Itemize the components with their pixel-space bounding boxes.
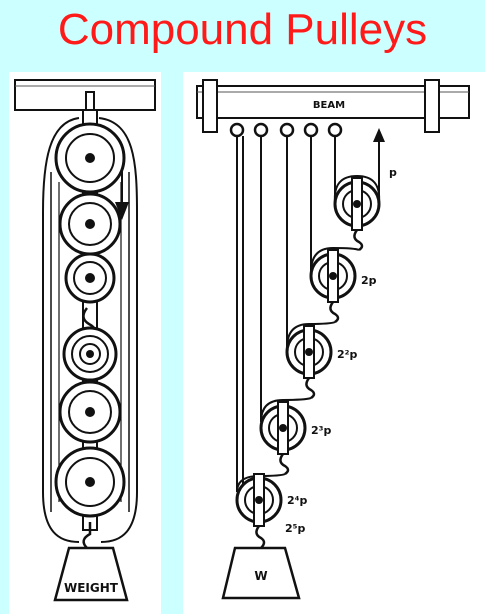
block-and-tackle-diagram: WEIGHT (14, 79, 156, 602)
force-label-p: p (389, 166, 397, 179)
pulley-2p (309, 246, 360, 324)
compound-pulley-panel: BEAM p (183, 72, 485, 614)
pulley-8p (259, 397, 312, 476)
beam-clamp-left (202, 79, 218, 133)
pulley-16p (235, 473, 286, 549)
pulley-5 (58, 380, 122, 444)
force-label-2p: 2p (361, 274, 377, 287)
weight-block (53, 546, 129, 602)
compound-pulley-diagram: BEAM p (196, 79, 470, 600)
weight-label-w: W (254, 569, 267, 583)
pulley-4p (285, 321, 336, 400)
pulley-3 (64, 252, 116, 304)
force-label-16p: 2⁴p (287, 494, 307, 507)
force-label-4p: 2²p (337, 348, 357, 361)
pull-down-arrow-icon (115, 202, 129, 220)
pulley-4 (62, 326, 118, 382)
beam-eye-hooks (229, 122, 343, 138)
support-ropes (236, 136, 336, 492)
rope-right-strand (98, 117, 138, 543)
force-label-32p: 2⁵p (285, 522, 305, 535)
pulley-2 (58, 192, 122, 256)
pulley-6 (54, 446, 126, 518)
pull-up-arrow-icon (373, 128, 385, 142)
page-title: Compound Pulleys (57, 5, 428, 54)
pulley-p (333, 128, 385, 252)
ceiling-hook (85, 91, 95, 111)
weight-block-w (221, 546, 301, 600)
pulley-1 (54, 122, 126, 194)
beam-clamp-right (424, 79, 440, 133)
block-and-tackle-panel: WEIGHT (9, 72, 161, 614)
force-label-8p: 2³p (311, 424, 331, 437)
beam (196, 85, 470, 119)
weight-label: WEIGHT (64, 581, 119, 595)
rope-left-strand (42, 117, 80, 543)
beam-label: BEAM (313, 100, 345, 111)
